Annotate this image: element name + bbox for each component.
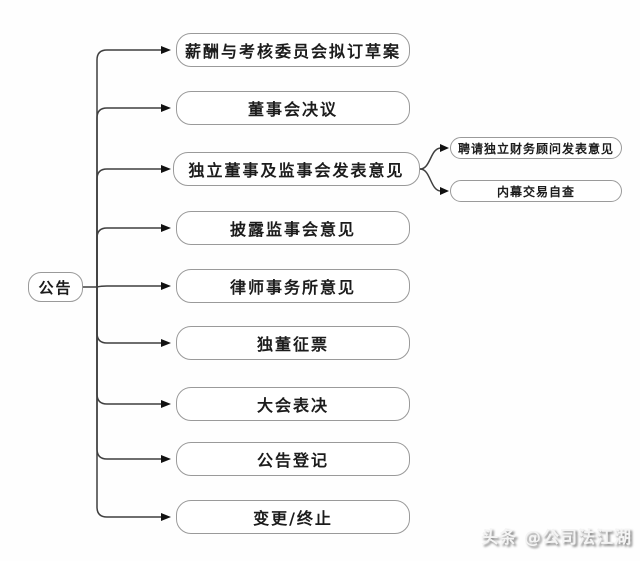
node-independent-directors-supervisors-opinion: 独立董事及监事会发表意见 xyxy=(173,152,420,186)
subnode-insider-trading-self-check: 内幕交易自查 xyxy=(450,180,622,202)
node-label: 律师事务所意见 xyxy=(229,278,356,297)
watermark-text: 头条 @公司法江湖 xyxy=(481,528,632,548)
root-node-announcement: 公告 xyxy=(28,272,83,302)
node-remuneration-committee-draft: 薪酬与考核委员会拟订草案 xyxy=(176,33,410,67)
node-label: 变更/终止 xyxy=(253,509,333,528)
node-label: 内幕交易自查 xyxy=(496,184,575,199)
branch-lines xyxy=(83,49,442,518)
subnode-hire-financial-advisor-opinion: 聘请独立财务顾问发表意见 xyxy=(450,137,622,159)
node-label: 独董征票 xyxy=(256,335,329,354)
node-disclose-supervisory-board-opinion: 披露监事会意见 xyxy=(176,211,410,245)
arrowhead-icons xyxy=(161,46,449,521)
node-label: 薪酬与考核委员会拟订草案 xyxy=(184,42,401,61)
node-general-meeting-vote: 大会表决 xyxy=(176,387,410,421)
node-change-termination: 变更/终止 xyxy=(176,500,410,534)
node-independent-director-vote-solicitation: 独董征票 xyxy=(176,326,410,360)
node-label: 董事会决议 xyxy=(247,100,338,119)
node-label: 聘请独立财务顾问发表意见 xyxy=(457,141,614,156)
node-label: 披露监事会意见 xyxy=(229,220,356,239)
node-board-resolution: 董事会决议 xyxy=(176,91,410,125)
root-node-label: 公告 xyxy=(38,278,73,297)
node-label: 独立董事及监事会发表意见 xyxy=(188,161,405,180)
watermark: 头条 @公司法江湖 xyxy=(481,523,632,548)
node-law-firm-opinion: 律师事务所意见 xyxy=(176,269,410,303)
node-label: 大会表决 xyxy=(256,396,329,415)
node-announcement-registration: 公告登记 xyxy=(176,442,410,476)
node-label: 公告登记 xyxy=(256,451,329,470)
